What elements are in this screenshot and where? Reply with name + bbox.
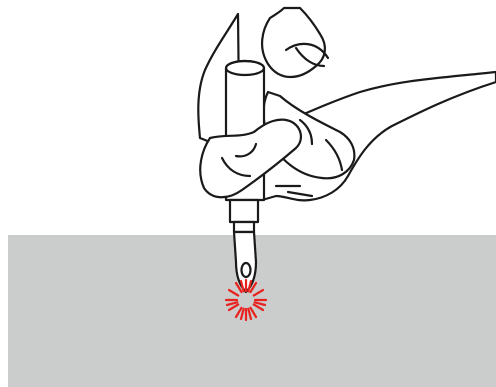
touch-contact-burst-icon — [226, 280, 266, 320]
